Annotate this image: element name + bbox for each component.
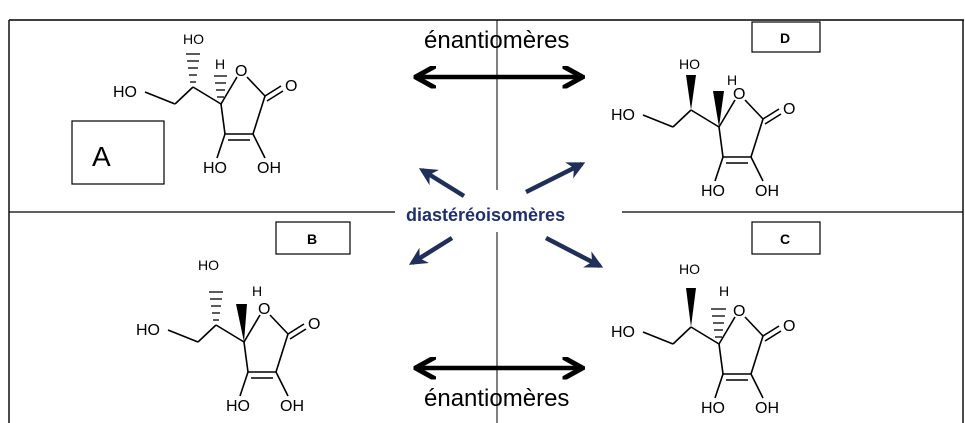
- svg-text:H: H: [727, 72, 737, 88]
- svg-text:H: H: [215, 56, 225, 72]
- label-c: C: [751, 221, 821, 255]
- panel-frame: [8, 19, 964, 423]
- enantiomers-label-top: énantiomères: [424, 27, 569, 54]
- enantiomers-label-bottom: énantiomères: [424, 385, 569, 412]
- diastereoisomers-label: diastéréoisomères: [406, 205, 565, 225]
- molecule-a: HO H: [112, 31, 299, 178]
- label-d: D: [751, 21, 821, 53]
- svg-text:H: H: [719, 283, 729, 299]
- label-b-text: B: [307, 231, 317, 247]
- molecule-d: HO H: [610, 56, 797, 201]
- diastereo-arrows: [408, 161, 604, 268]
- svg-text:HO: HO: [198, 257, 219, 273]
- svg-text:HO: HO: [679, 56, 700, 72]
- diastereo-arrow-down-left: [408, 236, 454, 265]
- label-a: A: [71, 120, 165, 185]
- diastereo-arrow-down-right: [544, 236, 604, 268]
- label-a-text: A: [92, 141, 111, 172]
- svg-text:HO: HO: [183, 31, 204, 47]
- svg-text:H: H: [252, 283, 262, 299]
- molecule-b: HO H: [135, 257, 322, 416]
- label-d-text: D: [780, 30, 790, 46]
- diastereo-arrow-up-left: [418, 168, 466, 198]
- label-b: B: [275, 221, 351, 255]
- diastereo-arrow-up-right: [524, 161, 586, 195]
- label-c-text: C: [780, 231, 790, 247]
- svg-text:HO: HO: [679, 261, 700, 277]
- molecule-c: HO H: [610, 261, 797, 418]
